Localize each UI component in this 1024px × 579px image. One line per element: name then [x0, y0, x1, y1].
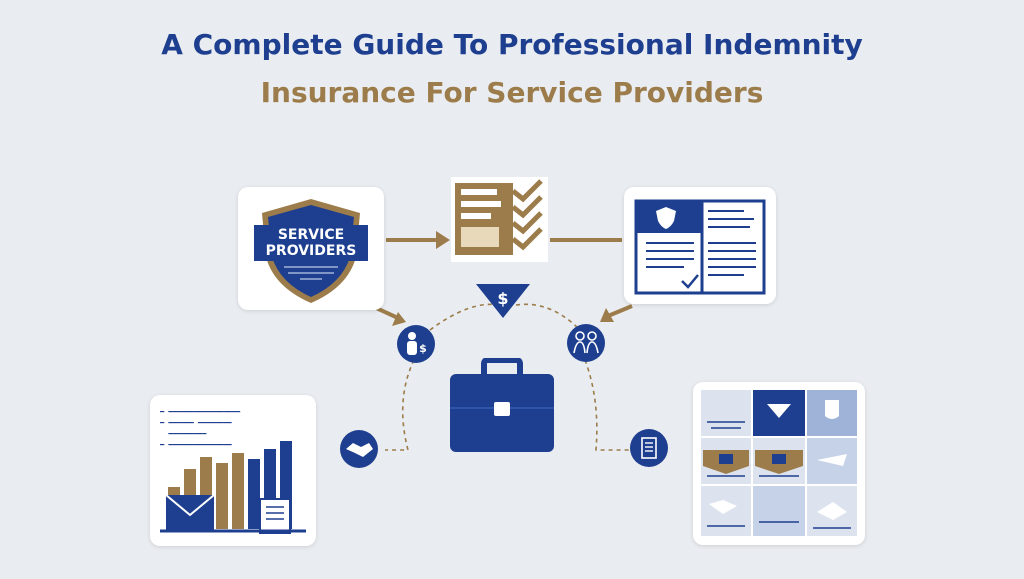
handshake-icon: [340, 430, 378, 468]
person-dollar-icon: $: [397, 325, 435, 363]
bar-buildings-icon: [160, 441, 306, 534]
policy-document-icon: [634, 199, 766, 295]
svg-text:$: $: [497, 289, 508, 308]
dollar-triangle-icon: $: [476, 284, 530, 318]
briefcase-icon: [450, 358, 554, 452]
arrow-down-icon: [600, 308, 614, 322]
arrow-right-icon: [436, 231, 450, 249]
page-title: A Complete Guide To Professional Indemni…: [161, 28, 863, 61]
chart-card-text-lines: ━ ━━━━━━━━━━━━━━━━━ ━ ━━━━━━ ━━━━━━━━ ━━…: [160, 408, 241, 449]
people-icon: [567, 324, 605, 362]
coverage-grid-icon: [701, 390, 857, 536]
checklist-card: [451, 177, 548, 262]
growth-chart-card: ━ ━━━━━━━━━━━━━━━━━ ━ ━━━━━━ ━━━━━━━━ ━━…: [150, 395, 316, 546]
service-providers-card: SERVICE PROVIDERS: [238, 187, 384, 310]
policy-document-card: [624, 187, 776, 304]
page-subtitle: Insurance For Service Providers: [260, 76, 764, 109]
document-icon: [630, 429, 668, 467]
shield-label-line2: PROVIDERS: [265, 243, 357, 259]
arrow-down-icon: [392, 312, 406, 326]
svg-text:$: $: [419, 342, 427, 355]
shield-icon: [254, 199, 368, 303]
checklist-icon: [451, 177, 548, 262]
shield-label-line1: SERVICE: [277, 227, 345, 243]
coverage-grid-card: [693, 382, 865, 545]
